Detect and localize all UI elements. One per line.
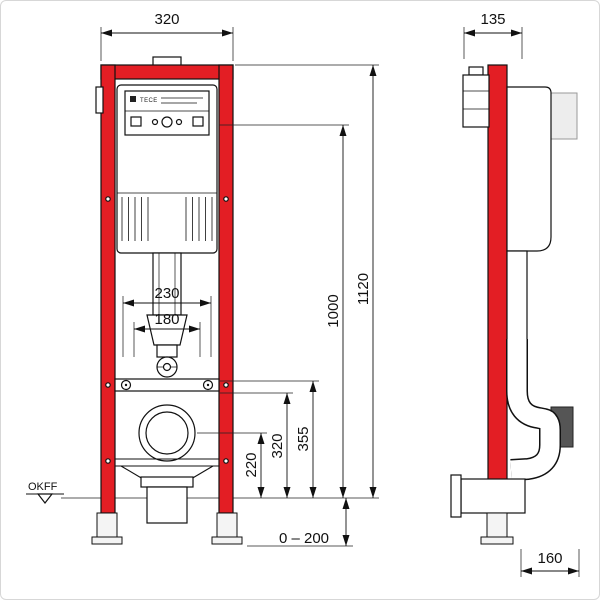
front-view: 320 TECE <box>26 11 379 547</box>
dim-side-depth: 135 <box>463 11 523 59</box>
rail-hole <box>223 458 229 464</box>
dim-bolt-spacing-inner: 180 <box>133 311 201 357</box>
rail-hole <box>223 382 229 388</box>
cistern: TECE <box>116 84 218 254</box>
brand-label: TECE <box>140 98 158 104</box>
bend-fill <box>507 339 560 480</box>
right-foot <box>216 512 238 538</box>
panel-screw <box>175 118 183 126</box>
socket-body <box>460 478 526 514</box>
foot-plate <box>480 536 514 545</box>
dim-label-320v: 320 <box>269 433 286 458</box>
wall-bracket-top <box>550 92 578 140</box>
drain-socket-side <box>450 474 526 518</box>
drain-socket-front <box>140 476 194 524</box>
dim-bottom-depth: 160 <box>520 549 580 577</box>
floor-label: OKFF <box>28 481 58 493</box>
rail-bracket <box>95 86 104 114</box>
dim-flush-center-height: 1000 <box>219 124 349 498</box>
plate-connector <box>468 66 484 76</box>
socket-flange <box>450 474 462 518</box>
lower-crossbar <box>114 378 220 392</box>
dim-outlet-center-height: 220 <box>197 432 267 498</box>
foot-body <box>486 512 508 538</box>
dim-label-320: 320 <box>154 11 179 28</box>
dim-bolt-spacing-outer: 230 <box>122 285 212 357</box>
dim-label-0-200: 0 – 200 <box>279 530 329 547</box>
dim-outlet-mid-height: 320 <box>219 392 293 498</box>
dim-total-height: 1120 <box>235 64 379 498</box>
brand-logo-mark <box>130 96 136 102</box>
dim-label-160: 160 <box>537 550 562 567</box>
right-rail <box>218 64 234 514</box>
foot-side <box>480 512 514 545</box>
down-pipe-side <box>506 250 528 347</box>
lower-frame-bars <box>115 458 219 480</box>
wc-outlet <box>138 404 196 462</box>
floor-marker: OKFF <box>26 481 64 504</box>
dim-label-230: 230 <box>154 285 179 302</box>
panel-valve <box>161 116 173 128</box>
outlet-inner-circle <box>145 411 189 455</box>
dim-label-1000: 1000 <box>325 294 342 327</box>
hole-center <box>124 383 128 387</box>
left-foot-plate <box>91 536 123 545</box>
dim-outlet-top-height: 355 <box>219 380 319 498</box>
hole-center <box>206 383 210 387</box>
side-rail <box>487 64 508 514</box>
socket-body <box>146 486 188 524</box>
panel-detail <box>130 116 142 127</box>
dim-foot-adjustment: 0 – 200 <box>247 498 353 547</box>
left-rail <box>100 64 116 514</box>
flush-plate-side <box>462 66 490 128</box>
panel-screw <box>151 118 159 126</box>
crossbar-body <box>114 378 220 392</box>
flush-bend-center <box>162 362 172 372</box>
top-crossbar <box>100 64 234 80</box>
right-foot-plate <box>211 536 243 545</box>
socket-flange <box>140 476 194 488</box>
feet-front <box>91 512 243 545</box>
tank-ribs <box>121 197 213 241</box>
rail-hole <box>223 196 229 202</box>
dim-front-width: 320 <box>100 11 234 61</box>
control-panel <box>124 90 210 136</box>
rail-hole <box>105 382 111 388</box>
brace <box>120 465 144 480</box>
dim-label-1120: 1120 <box>355 273 372 305</box>
rail-hole <box>105 196 111 202</box>
frame <box>95 56 234 514</box>
cistern-side <box>506 86 552 252</box>
flush-pipe-body <box>152 252 182 316</box>
rail-hole <box>105 458 111 464</box>
flush-bend-neck <box>156 344 178 358</box>
dim-label-180: 180 <box>154 311 179 328</box>
brace <box>190 465 214 480</box>
level-triangle-icon <box>36 493 54 504</box>
panel-detail <box>192 116 204 127</box>
plate-body <box>462 74 490 128</box>
dim-label-355: 355 <box>295 426 312 451</box>
side-view: 135 <box>450 11 580 577</box>
dim-label-135: 135 <box>480 11 505 28</box>
left-foot <box>96 512 118 538</box>
dim-label-220: 220 <box>243 452 260 477</box>
drain-bend-side <box>506 339 561 481</box>
